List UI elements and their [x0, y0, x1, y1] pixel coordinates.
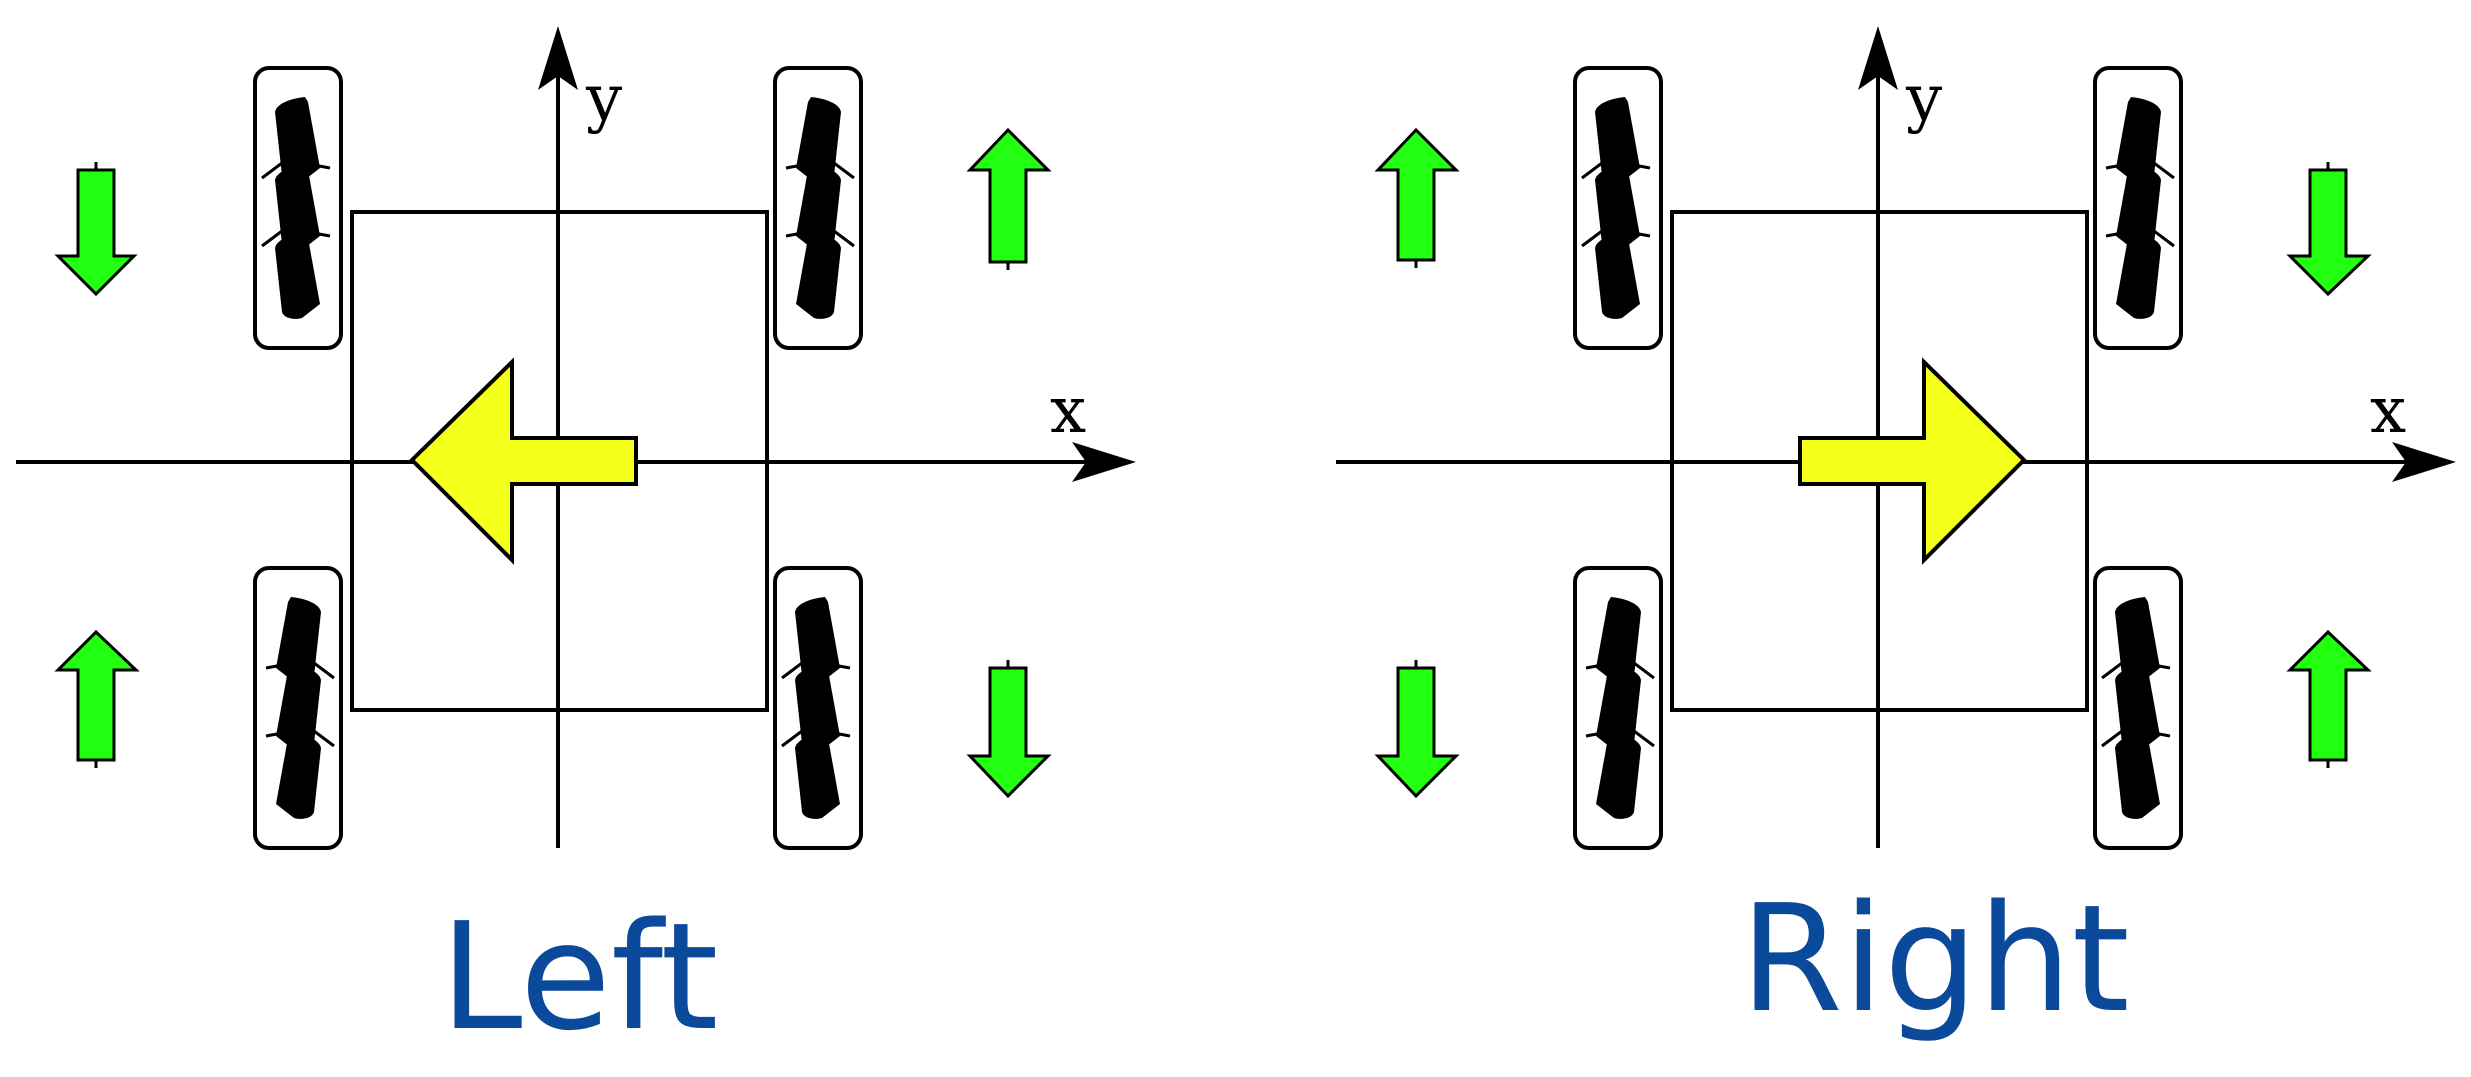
panel-right: x y: [1336, 26, 2456, 1045]
panel-caption-left: Left: [440, 891, 718, 1063]
y-axis-label: y: [585, 62, 622, 136]
robot-chassis: [1670, 210, 2089, 712]
x-axis-label: x: [1050, 374, 1086, 448]
arrow-up-icon: [1374, 127, 1460, 268]
wheel-rear-right: [773, 566, 863, 850]
wheel-front-left: [253, 66, 343, 350]
wheel-rear-left: [1573, 566, 1663, 850]
arrow-up-icon: [54, 629, 140, 768]
arrow-down-icon: [966, 660, 1052, 799]
arrow-down-icon: [2286, 162, 2372, 297]
arrow-down-icon: [54, 162, 138, 297]
arrow-up-icon: [966, 127, 1052, 270]
wheel-front-left: [1573, 66, 1663, 350]
x-axis-label: x: [2370, 374, 2406, 448]
arrow-right-icon: [1798, 357, 2027, 565]
arrow-left-icon: [409, 357, 638, 565]
arrow-down-icon: [1374, 660, 1460, 799]
wheel-rear-left: [253, 566, 343, 850]
y-axis-label: y: [1905, 62, 1942, 136]
wheel-rear-right: [2093, 566, 2183, 850]
panel-left: x y: [16, 26, 1136, 1063]
wheel-front-right: [2093, 66, 2183, 350]
wheel-front-right: [773, 66, 863, 350]
robot-chassis: [350, 210, 769, 712]
arrow-up-icon: [2286, 629, 2372, 768]
panel-caption-right: Right: [1740, 873, 2130, 1045]
